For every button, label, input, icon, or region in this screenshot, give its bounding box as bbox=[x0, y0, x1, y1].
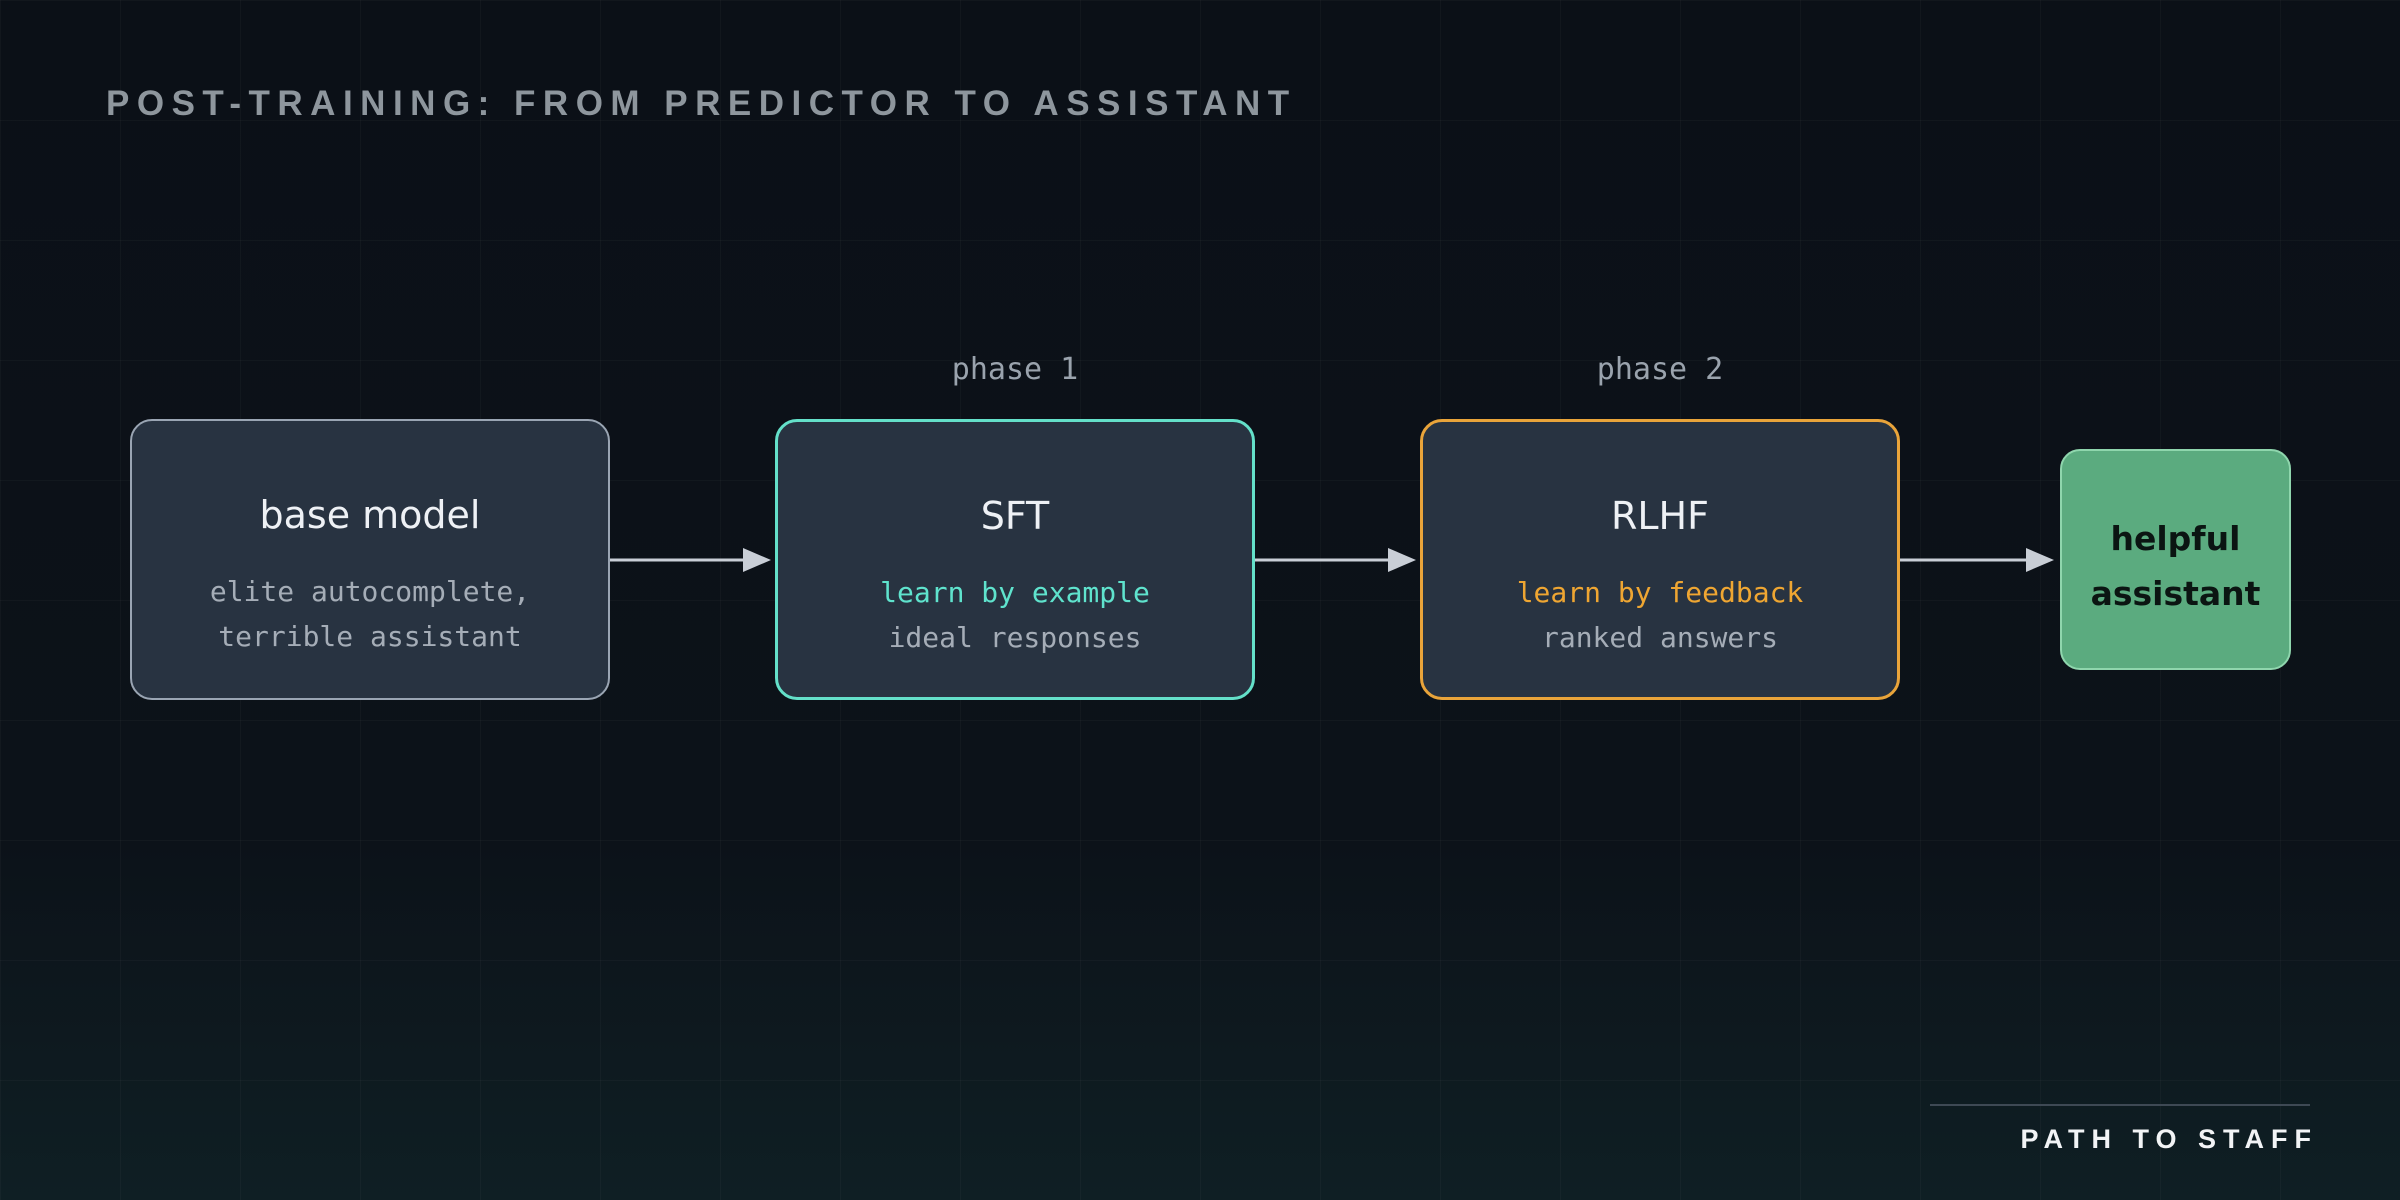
footer-brand: PATH TO STAFF bbox=[2020, 1124, 2318, 1154]
phase-1-label: phase 1 bbox=[951, 352, 1079, 387]
footer-divider bbox=[1930, 1104, 2310, 1106]
helpful-assistant-node: helpful assistant bbox=[2060, 449, 2291, 670]
arrowhead-sft-to-rlhf bbox=[1388, 548, 1416, 572]
sft-data-desc: ideal responses bbox=[888, 621, 1142, 654]
sft-node: SFT learn by example ideal responses bbox=[775, 419, 1255, 700]
rlhf-data-desc: ranked answers bbox=[1541, 621, 1778, 654]
diagram-title: POST-TRAINING: FROM PREDICTOR TO ASSISTA… bbox=[106, 84, 1297, 123]
phase-2-label: phase 2 bbox=[1596, 352, 1724, 387]
base-model-node: base model elite autocomplete, terrible … bbox=[130, 419, 610, 700]
sft-method: learn by example bbox=[880, 576, 1150, 609]
base-model-desc-line-2: terrible assistant bbox=[218, 620, 522, 653]
arrowhead-base-to-sft bbox=[743, 548, 771, 572]
assistant-label-line-2: assistant bbox=[2090, 574, 2261, 613]
base-model-title: base model bbox=[259, 493, 481, 537]
base-model-desc-line-1: elite autocomplete, bbox=[209, 575, 531, 608]
assistant-label-line-1: helpful bbox=[2110, 519, 2241, 558]
sft-title: SFT bbox=[980, 494, 1050, 538]
rlhf-node: RLHF learn by feedback ranked answers bbox=[1420, 419, 1900, 700]
rlhf-title: RLHF bbox=[1610, 494, 1709, 538]
rlhf-method: learn by feedback bbox=[1516, 576, 1804, 609]
arrowhead-rlhf-to-assistant bbox=[2026, 548, 2054, 572]
